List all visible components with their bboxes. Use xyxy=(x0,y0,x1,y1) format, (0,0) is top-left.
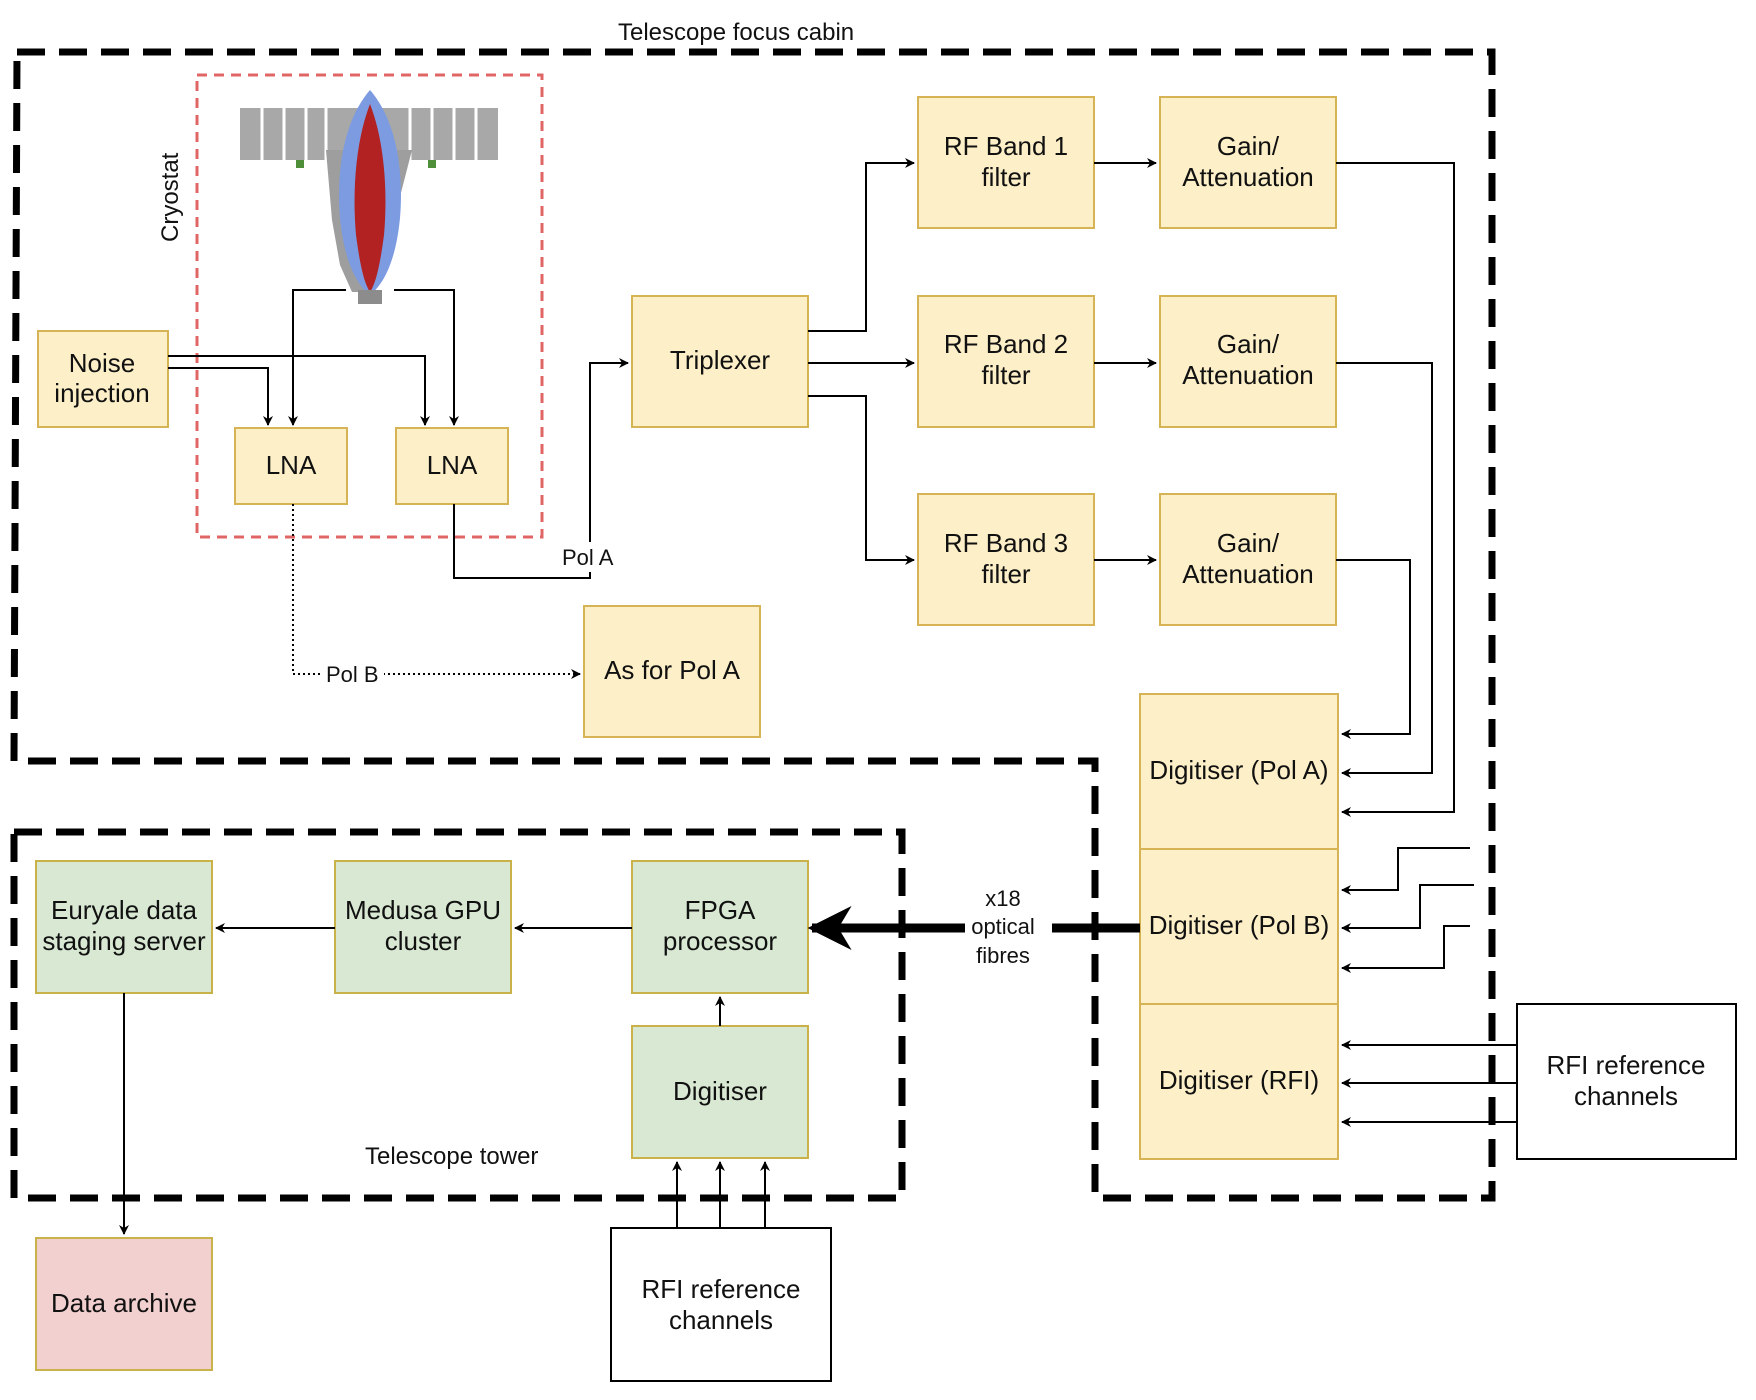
fpga-line2: processor xyxy=(663,926,777,956)
triplexer-to-band-3 xyxy=(808,395,915,565)
focus-cabin-region xyxy=(10,48,1496,1202)
euryale-line1: Euryale data xyxy=(51,895,198,925)
rfi-reference-right-line2: channels xyxy=(1574,1081,1678,1111)
rfi-reference-bottom-line1: RFI reference xyxy=(642,1274,801,1304)
gain-2-line1: Gain/ xyxy=(1217,329,1280,359)
pol-b-input-2 xyxy=(1341,884,1474,933)
pol-a-label: Pol A xyxy=(562,545,614,570)
digitiser-pol-b-block: Digitiser (Pol B) xyxy=(1139,848,1339,1005)
lna-b-block: LNA xyxy=(234,427,348,505)
digitiser-tower-label: Digitiser xyxy=(673,1076,767,1106)
rf-band-2-line1: RF Band 2 xyxy=(944,329,1068,359)
rfi-reference-bottom-block: RFI reference channels xyxy=(610,1227,832,1382)
tower-region xyxy=(10,828,906,1202)
gain-2-to-digitiser xyxy=(1336,362,1433,778)
fibre-label-line1: x18 xyxy=(985,886,1020,911)
focus-cabin-title: Telescope focus cabin xyxy=(618,19,854,46)
triplexer-label: Triplexer xyxy=(670,345,771,375)
triplexer-to-band-1 xyxy=(808,158,915,332)
digitiser-pol-b-label: Digitiser (Pol B) xyxy=(1149,910,1330,940)
gain-2-block: Gain/ Attenuation xyxy=(1159,295,1337,428)
gain-1-to-digitiser xyxy=(1336,162,1455,817)
digitiser-rfi-label: Digitiser (RFI) xyxy=(1159,1065,1319,1095)
fibre-label: x18 optical fibres xyxy=(971,886,1035,968)
cryostat-label: Cryostat xyxy=(157,152,184,242)
feed-to-lna-b xyxy=(288,289,346,426)
euryale-line2: staging server xyxy=(42,926,206,956)
rfi-reference-right-block: RFI reference channels xyxy=(1516,1003,1737,1160)
noise-injection-line2: injection xyxy=(54,378,149,408)
data-archive-label: Data archive xyxy=(51,1288,197,1318)
lna-b-label: LNA xyxy=(266,450,317,480)
gain-2-line2: Attenuation xyxy=(1182,360,1314,390)
pol-b-label-bg xyxy=(322,660,384,688)
medusa-line1: Medusa GPU xyxy=(345,895,501,925)
digitiser-pol-a-block: Digitiser (Pol A) xyxy=(1139,693,1339,850)
lna-b-to-pol-b xyxy=(292,504,581,679)
rf-band-1-line1: RF Band 1 xyxy=(944,131,1068,161)
pol-b-input-3 xyxy=(1341,925,1470,973)
feed-horn-image xyxy=(240,90,498,304)
gain-3-to-digitiser xyxy=(1336,559,1411,739)
noise-to-lna-b xyxy=(168,367,273,426)
rf-band-3-line2: filter xyxy=(981,559,1030,589)
rfi-reference-right-line1: RFI reference xyxy=(1547,1050,1706,1080)
digitiser-tower-block: Digitiser xyxy=(631,1025,809,1159)
gain-3-line2: Attenuation xyxy=(1182,559,1314,589)
rf-band-3-block: RF Band 3 filter xyxy=(917,493,1095,626)
pol-b-label: Pol B xyxy=(326,662,379,687)
rf-band-1-line2: filter xyxy=(981,162,1030,192)
rf-band-3-line1: RF Band 3 xyxy=(944,528,1068,558)
medusa-line2: cluster xyxy=(385,926,462,956)
lna-a-to-triplexer xyxy=(453,358,629,579)
noise-to-lna-a xyxy=(168,355,430,426)
as-for-pol-a-block: As for Pol A xyxy=(583,605,761,738)
rfi-reference-bottom-line2: channels xyxy=(669,1305,773,1335)
noise-injection-line1: Noise xyxy=(69,348,135,378)
lna-a-block: LNA xyxy=(395,427,509,505)
pol-b-input-1 xyxy=(1341,847,1470,895)
fibre-label-line2: optical xyxy=(971,914,1035,939)
pol-a-label-bg xyxy=(555,542,625,572)
noise-injection-block: Noise injection xyxy=(37,330,169,428)
rf-band-1-block: RF Band 1 filter xyxy=(917,96,1095,229)
lna-a-label: LNA xyxy=(427,450,478,480)
tower-title: Telescope tower xyxy=(365,1143,538,1170)
gain-1-block: Gain/ Attenuation xyxy=(1159,96,1337,229)
rf-band-2-line2: filter xyxy=(981,360,1030,390)
digitiser-rfi-block: Digitiser (RFI) xyxy=(1139,1003,1339,1160)
digitiser-pol-a-label: Digitiser (Pol A) xyxy=(1149,755,1328,785)
cryostat-region xyxy=(195,73,544,539)
as-for-pol-a-label: As for Pol A xyxy=(604,655,740,685)
fibre-label-line3: fibres xyxy=(976,943,1030,968)
connectors xyxy=(119,158,1517,1235)
euryale-block: Euryale data staging server xyxy=(35,860,213,994)
gain-3-line1: Gain/ xyxy=(1217,528,1280,558)
rf-band-2-block: RF Band 2 filter xyxy=(917,295,1095,428)
gain-1-line2: Attenuation xyxy=(1182,162,1314,192)
medusa-block: Medusa GPU cluster xyxy=(334,860,512,994)
feed-to-lna-a xyxy=(394,289,459,426)
gain-3-block: Gain/ Attenuation xyxy=(1159,493,1337,626)
fpga-block: FPGA processor xyxy=(631,860,809,994)
data-archive-block: Data archive xyxy=(35,1237,213,1371)
fpga-line1: FPGA xyxy=(685,895,756,925)
gain-1-line1: Gain/ xyxy=(1217,131,1280,161)
triplexer-block: Triplexer xyxy=(631,295,809,428)
